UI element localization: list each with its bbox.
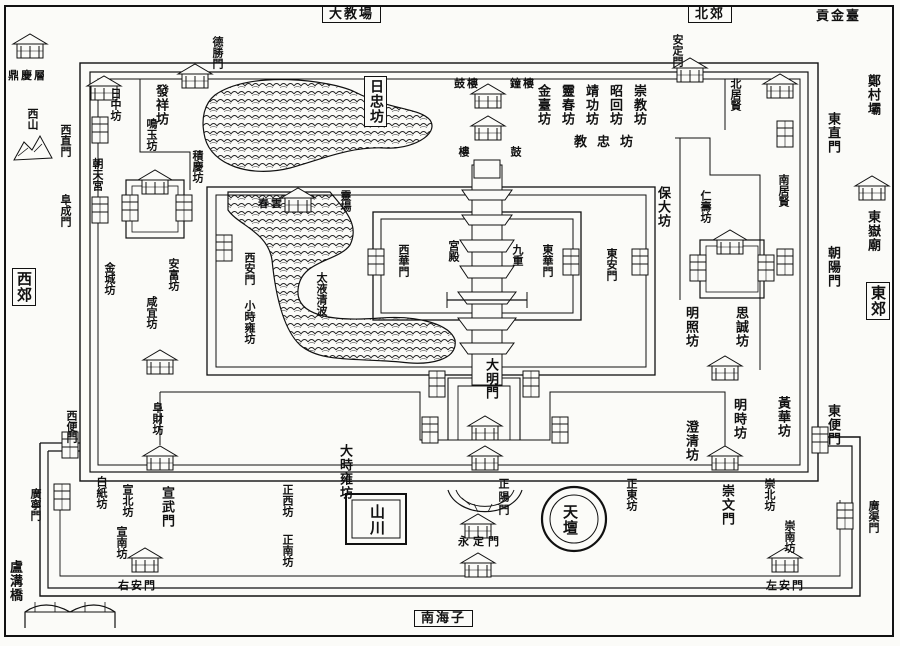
inner-city-wall (79, 62, 819, 482)
label-xishan: 西山 (26, 108, 39, 130)
label-zhengcunba: 鄭村壩 (865, 74, 880, 116)
label-fucaifang: 阜財坊 (151, 402, 164, 435)
label-rizhongfang: 日忠坊 (364, 76, 387, 127)
label-mingzhaofang: 明照坊 (683, 306, 698, 348)
label-dingqingceng: 鼎慶層 (8, 69, 47, 82)
label-xuanwumen: 宣武門 (159, 486, 174, 528)
label-fuchengmen: 阜成門 (59, 194, 72, 227)
label-renshoufang: 仁壽坊 (699, 190, 712, 223)
taiye-lake (227, 191, 456, 364)
label-chunyun: 春雲 (258, 197, 284, 210)
label-tiantan: 天壇 (561, 504, 579, 536)
label-xizhimen: 西直門 (59, 124, 72, 157)
label-chaoyangmen: 朝陽門 (825, 246, 840, 288)
label-dongjiao: 東郊 (866, 282, 890, 320)
label-zhengxifang: 正西坊 (281, 484, 294, 517)
label-lingchunfang: 靈春坊 (559, 84, 574, 126)
label-mingyufang: 鳴玉坊 (145, 118, 158, 151)
label-chongnanfang: 崇南坊 (783, 520, 796, 553)
label-xuannanfang: 宣南坊 (115, 526, 128, 559)
label-jiaozhongfang: 教忠坊 (574, 135, 644, 150)
jishuitan-lake (202, 78, 433, 172)
label-gongdian: 宮殿 (447, 240, 460, 262)
label-youanmen: 右安門 (118, 579, 157, 592)
label-xiaoshiyongfang: 小時雍坊 (243, 300, 256, 344)
label-chengqingfang: 澄清坊 (683, 420, 698, 462)
label-donganmen: 東安門 (605, 248, 618, 281)
label-guangningmen: 廣寧門 (29, 488, 42, 521)
label-mingshifang: 明時坊 (731, 398, 746, 440)
label-baizhifang: 白紙坊 (95, 476, 108, 509)
label-nanhaizi: 南海子 (414, 610, 474, 627)
label-lugouqiao: 盧溝橋 (7, 560, 22, 602)
label-chaotiangong: 朝天宮 (91, 158, 104, 191)
label-xijiao: 西郊 (12, 268, 36, 306)
label-baodafang: 保大坊 (655, 186, 670, 228)
label-lou: 樓 (457, 146, 470, 157)
label-gulou: 鼓樓 (454, 77, 480, 90)
label-zhengnanfang: 正南坊 (281, 534, 294, 567)
label-zhengyangmen: 正陽門 (497, 478, 510, 517)
label-huanghuafang: 黃華坊 (775, 396, 790, 438)
label-jinchengfang: 金城坊 (103, 262, 116, 295)
label-sichengfang: 思誠坊 (733, 306, 748, 348)
label-jintaifang: 金臺坊 (535, 84, 550, 126)
label-andingmen: 安定門 (671, 34, 684, 67)
label-damingmen: 大明門 (483, 358, 498, 400)
central-palace-axis (446, 159, 528, 386)
label-dongbianmen: 東便門 (825, 404, 840, 446)
label-dajiaochang: 大教場 (322, 6, 382, 23)
label-guangqumen: 廣渠門 (867, 500, 880, 533)
label-lingchang: 靈場 (339, 190, 352, 212)
label-xianmen: 西安門 (243, 252, 256, 285)
label-zhengdongfang: 正東坊 (625, 478, 638, 511)
label-beijuxian: 北居賢 (729, 78, 742, 111)
label-taiyeqingbo: 太液清波 (315, 272, 328, 316)
label-zhaohuifang: 昭回坊 (607, 84, 622, 126)
label-anfufang: 安富坊 (167, 258, 180, 291)
label-deshengmen: 德勝門 (211, 36, 224, 69)
label-dongyuemiao: 東嶽廟 (865, 210, 880, 252)
label-jinggongfang: 靖功坊 (583, 84, 598, 126)
label-chongjiaofang: 崇教坊 (631, 84, 646, 126)
label-chongwenmen: 崇文門 (719, 484, 734, 526)
label-xihuamen: 西華門 (397, 244, 410, 277)
label-gu: 鼓 (509, 146, 522, 157)
label-dongzhimen: 東直門 (825, 112, 840, 154)
label-zhonglou: 鐘樓 (510, 77, 536, 90)
label-xibianmen: 西便門 (65, 410, 78, 443)
label-zuoanmen: 左安門 (766, 579, 805, 592)
label-shanchuan: 山川 (368, 504, 386, 536)
label-donghuamen: 東華門 (541, 244, 554, 277)
label-xianyifang: 咸宜坊 (145, 296, 158, 329)
label-faxiangfang: 發祥坊 (153, 84, 168, 126)
label-beijiao: 北郊 (688, 6, 733, 23)
outer-city-wall (39, 436, 861, 597)
label-chongbeifang: 崇北坊 (763, 478, 776, 511)
label-jiuchong: 九重 (511, 244, 524, 266)
label-xuanbeifang: 宣北坊 (121, 484, 134, 517)
label-yongdingmen: 永定門 (458, 535, 503, 548)
label-rizhongfang-w: 日中坊 (109, 88, 122, 121)
label-dashiyongfang: 大時雍坊 (337, 444, 352, 500)
label-nanjuxian: 南居賢 (777, 174, 790, 207)
label-jiqingfang: 積慶坊 (191, 150, 204, 183)
temple-of-heaven (540, 485, 608, 553)
label-gongjintai: 貢金臺 (816, 9, 862, 24)
